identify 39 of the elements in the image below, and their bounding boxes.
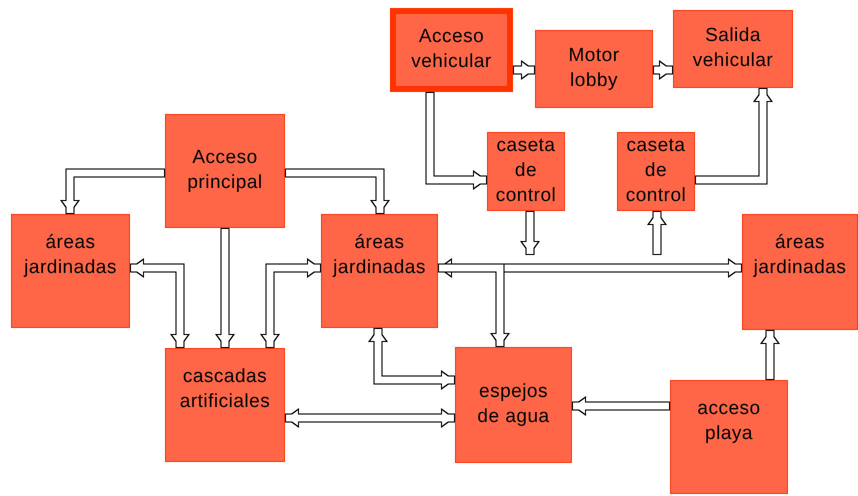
- process-box: [455, 347, 572, 463]
- block-arrow: [760, 330, 780, 380]
- process-box: [165, 114, 285, 228]
- box-label: áreas jardinadas: [22, 231, 118, 280]
- block-arrow: [653, 60, 673, 80]
- block-arrow: [513, 60, 535, 80]
- process-box: [390, 8, 513, 92]
- process-box: [165, 348, 285, 462]
- box-label: cascadas artificiales: [178, 365, 272, 414]
- process-box: [742, 214, 858, 330]
- block-arrow: [260, 258, 321, 348]
- box-label: acceso playa: [696, 397, 762, 446]
- process-box: [535, 30, 653, 108]
- box-label: Acceso principal: [186, 146, 264, 195]
- block-arrow: [647, 211, 667, 255]
- block-arrow: [60, 168, 165, 214]
- block-arrow: [285, 168, 390, 214]
- block-arrow: [285, 408, 455, 428]
- box-label: Motor lobby: [567, 44, 621, 93]
- block-arrow: [520, 211, 540, 255]
- process-box: [11, 214, 130, 328]
- box-label: caseta de control: [494, 134, 558, 208]
- process-box: [670, 380, 788, 494]
- block-arrow: [130, 258, 190, 348]
- box-label: espejos de agua: [476, 380, 551, 429]
- process-box: [617, 132, 695, 211]
- block-arrow: [572, 396, 670, 416]
- box-label: Acceso vehicular: [410, 25, 493, 74]
- process-box: [673, 10, 793, 88]
- box-label: áreas jardinadas: [752, 231, 848, 280]
- block-arrow: [368, 328, 455, 390]
- process-box: [321, 214, 438, 328]
- block-arrow: [695, 88, 773, 184]
- block-arrow: [426, 92, 487, 190]
- process-box: [487, 132, 565, 211]
- box-label: Salida vehicular: [692, 24, 774, 73]
- block-arrow: [215, 228, 235, 348]
- box-label: áreas jardinadas: [332, 231, 427, 280]
- box-label: caseta de control: [624, 134, 688, 208]
